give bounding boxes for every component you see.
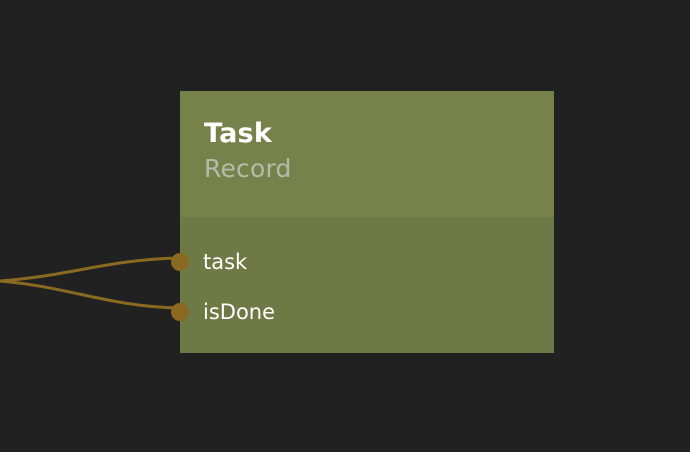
node-task[interactable]: Task Record task isDone (171, 91, 554, 353)
node-fields-list: task isDone (171, 217, 554, 353)
port-dot-icon[interactable] (171, 303, 189, 321)
field-row-task[interactable]: task (171, 237, 554, 287)
node-header[interactable]: Task Record (180, 91, 554, 217)
edge-to-task (0, 256, 183, 283)
field-label-isdone: isDone (203, 300, 276, 324)
edge-to-isdone (0, 279, 183, 310)
field-label-task: task (203, 250, 248, 274)
node-title: Task (204, 118, 272, 149)
port-dot-icon[interactable] (171, 253, 189, 271)
field-row-isdone[interactable]: isDone (171, 287, 554, 337)
node-subtitle: Record (204, 154, 292, 183)
